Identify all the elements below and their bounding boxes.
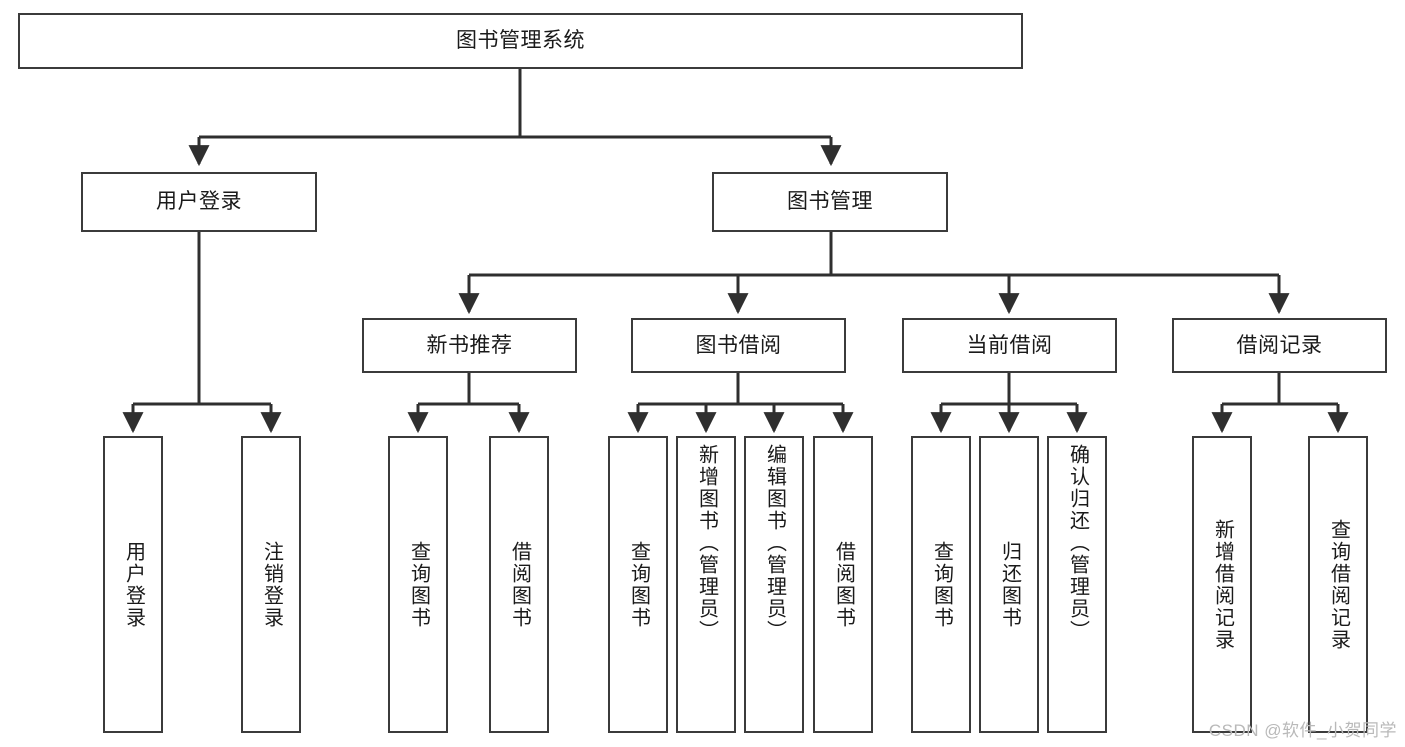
node-user-login[interactable]: 用户登录 [81,172,317,232]
node-book-manage[interactable]: 图书管理 [712,172,948,232]
node-new-book-rec[interactable]: 新书推荐 [362,318,577,373]
leaf-query-book-3-textwrap: 查询图书 [930,438,953,731]
leaf-logout-label: 注销登录 [260,540,283,629]
leaf-logout-textwrap: 注销登录 [260,438,283,731]
leaf-query-book-3[interactable]: 查询图书 [911,436,971,733]
leaf-edit-book[interactable]: 编辑图书（管理员） [744,436,804,733]
leaf-confirm-return[interactable]: 确认归还（管理员） [1047,436,1107,733]
leaf-borrow-book-2-label: 借阅图书 [832,540,855,629]
leaf-add-record-textwrap: 新增借阅记录 [1211,438,1234,731]
leaf-borrow-book-1[interactable]: 借阅图书 [489,436,549,733]
leaf-confirm-return-textwrap: 确认归还（管理员） [1066,438,1089,737]
leaf-query-record-textwrap: 查询借阅记录 [1327,438,1350,731]
leaf-query-book-3-label: 查询图书 [930,540,953,629]
leaf-borrow-book-1-textwrap: 借阅图书 [508,438,531,731]
leaf-query-book-1-textwrap: 查询图书 [407,438,430,731]
leaf-user-login[interactable]: 用户登录 [103,436,163,733]
leaf-edit-book-label: 编辑图书（管理员） [763,444,786,642]
node-book-borrow-label: 图书借阅 [695,333,782,357]
leaf-query-book-2-textwrap: 查询图书 [627,438,650,731]
leaf-edit-book-textwrap: 编辑图书（管理员） [763,438,786,737]
node-book-manage-label: 图书管理 [787,190,873,214]
leaf-query-record-label: 查询借阅记录 [1327,518,1350,651]
node-borrow-record[interactable]: 借阅记录 [1172,318,1387,373]
leaf-borrow-book-2-textwrap: 借阅图书 [832,438,855,731]
leaf-query-book-1[interactable]: 查询图书 [388,436,448,733]
leaf-add-book-label: 新增图书（管理员） [695,444,718,642]
leaf-borrow-book-1-label: 借阅图书 [508,540,531,629]
leaf-query-book-2[interactable]: 查询图书 [608,436,668,733]
leaf-query-book-2-label: 查询图书 [627,540,650,629]
node-root-label: 图书管理系统 [456,29,585,53]
watermark-text: CSDN @软件_小贺同学 [1208,721,1397,740]
leaf-add-book-textwrap: 新增图书（管理员） [695,438,718,737]
leaf-return-book[interactable]: 归还图书 [979,436,1039,733]
node-root[interactable]: 图书管理系统 [18,13,1023,69]
leaf-query-book-1-label: 查询图书 [407,540,430,629]
leaf-add-record-label: 新增借阅记录 [1211,518,1234,651]
leaf-user-login-label: 用户登录 [122,540,145,629]
leaf-return-book-textwrap: 归还图书 [998,438,1021,731]
leaf-query-record[interactable]: 查询借阅记录 [1308,436,1368,733]
leaf-borrow-book-2[interactable]: 借阅图书 [813,436,873,733]
node-current-borrow-label: 当前借阅 [966,333,1053,357]
leaf-return-book-label: 归还图书 [998,540,1021,629]
leaf-add-record[interactable]: 新增借阅记录 [1192,436,1252,733]
leaf-user-login-textwrap: 用户登录 [122,438,145,731]
node-book-borrow[interactable]: 图书借阅 [631,318,846,373]
node-new-book-rec-label: 新书推荐 [426,333,513,357]
node-borrow-record-label: 借阅记录 [1236,333,1323,357]
node-user-login-label: 用户登录 [156,190,242,214]
leaf-confirm-return-label: 确认归还（管理员） [1066,444,1089,642]
node-current-borrow[interactable]: 当前借阅 [902,318,1117,373]
leaf-logout[interactable]: 注销登录 [241,436,301,733]
leaf-add-book[interactable]: 新增图书（管理员） [676,436,736,733]
